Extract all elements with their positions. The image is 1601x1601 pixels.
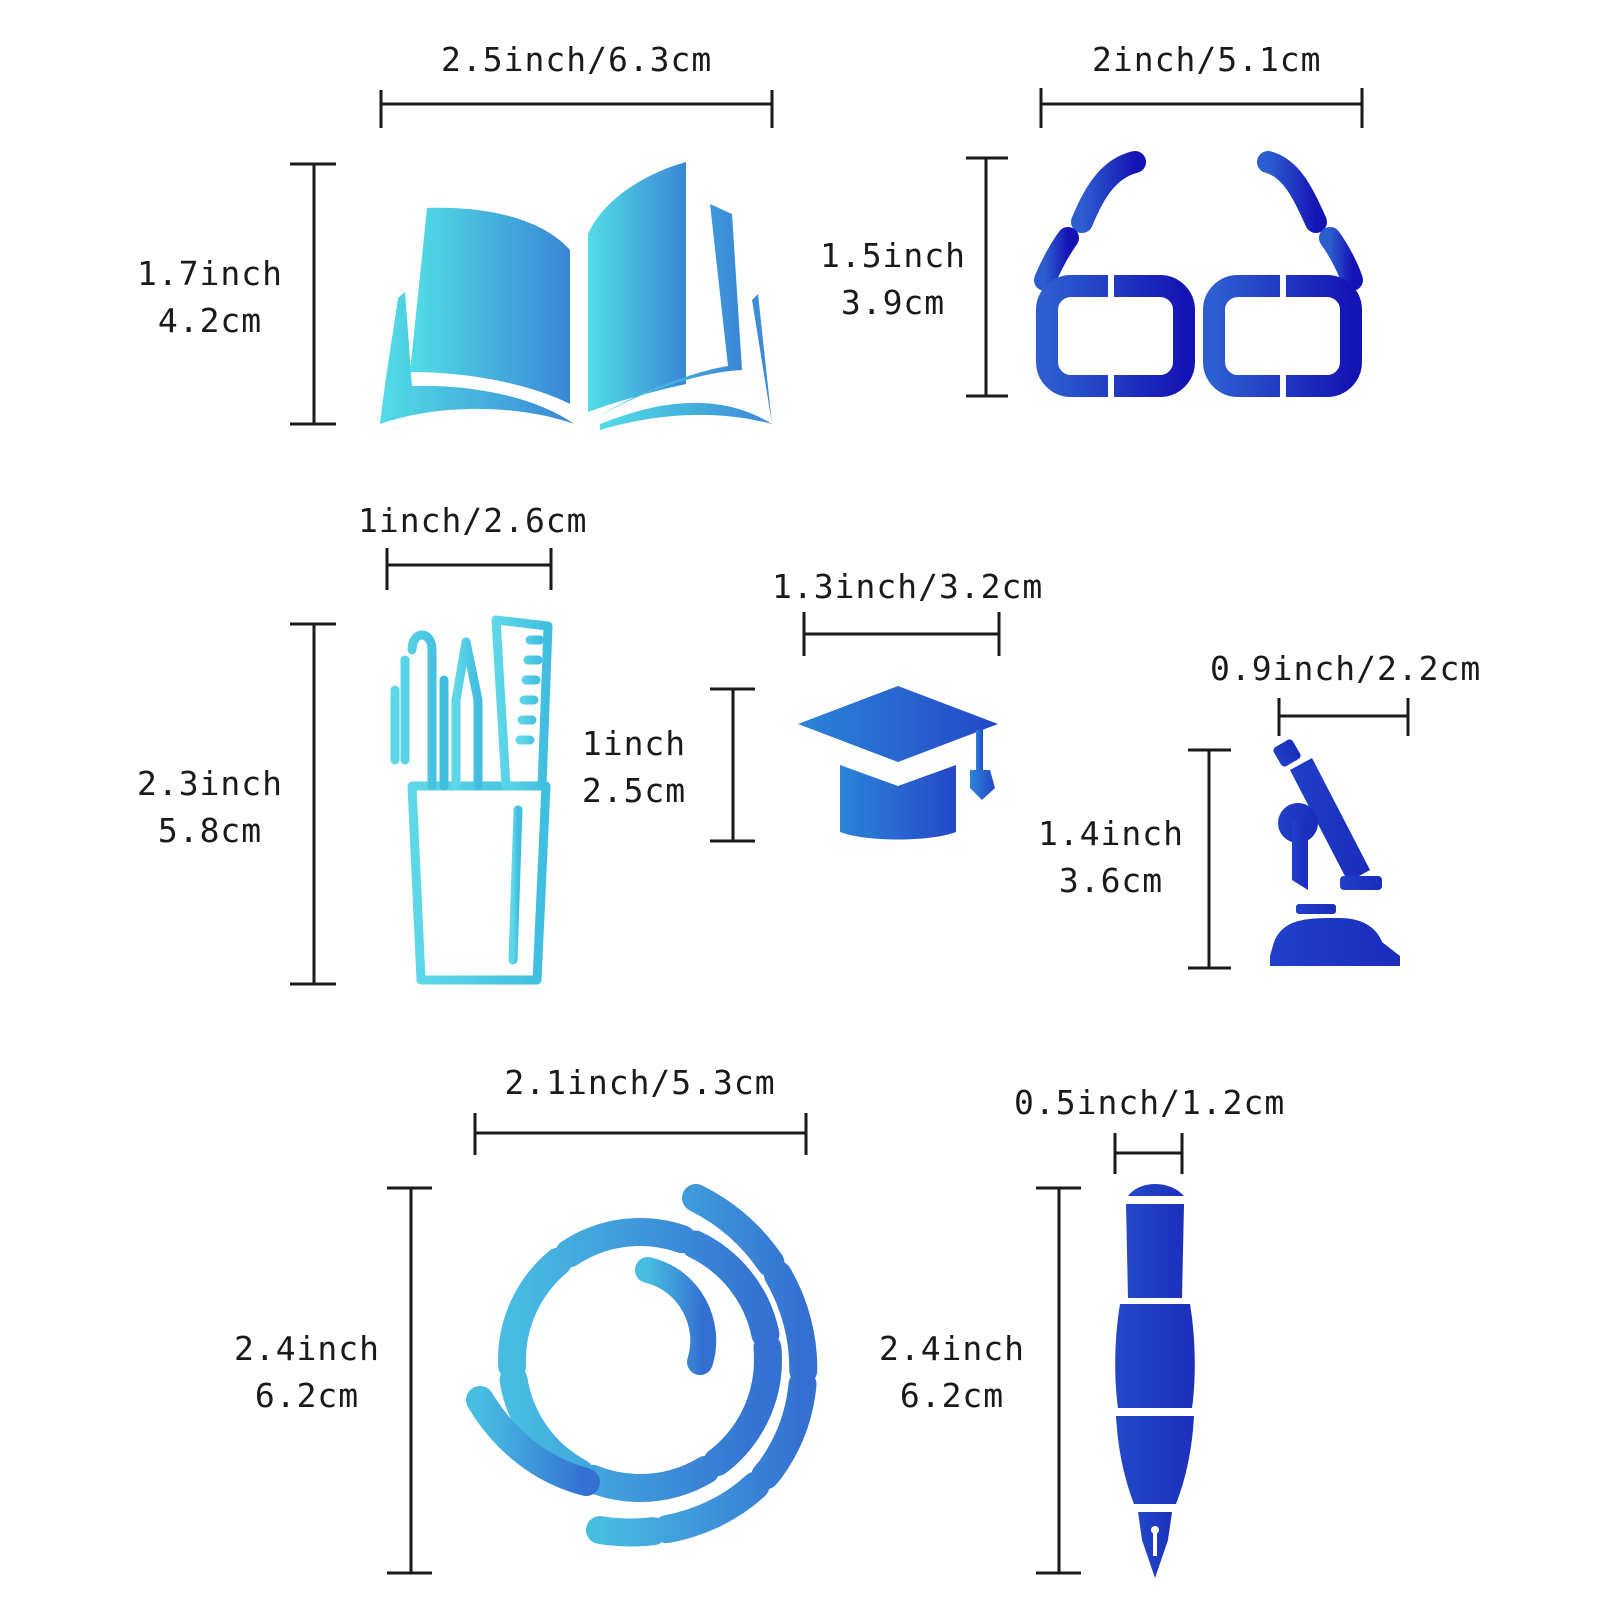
pen-width-label: 0.5inch/1.2cm: [1014, 1083, 1286, 1122]
pencil-cup-icon: [390, 615, 553, 985]
microscope-width-label: 0.9inch/2.2cm: [1210, 649, 1482, 688]
book-height-line: [290, 162, 336, 426]
book-width-label: 2.5inch/6.3cm: [441, 40, 713, 79]
glasses-icon: [1034, 151, 1363, 397]
pen-width-line: [1113, 1133, 1184, 1174]
glasses-height-line: [966, 156, 1008, 398]
open-book-icon: [380, 162, 772, 430]
book-width-line: [379, 90, 774, 128]
pen-nib-slit: [1151, 1526, 1159, 1556]
glasses-width-label: 2inch/5.1cm: [1092, 40, 1322, 79]
fountain-pen-icon: [1115, 1184, 1195, 1578]
pencil-cup-width-label: 1inch/2.6cm: [358, 501, 588, 540]
globe-width-line: [473, 1113, 808, 1155]
grad-cap-width-line: [802, 612, 1001, 656]
pencil-cup-height-line: [290, 622, 336, 986]
glasses-width-line: [1039, 88, 1364, 128]
grad-cap-height-line: [710, 687, 755, 843]
microscope-icon: [1270, 739, 1400, 966]
glasses-gaps: [1108, 270, 1286, 400]
microscope-width-line: [1277, 698, 1410, 736]
globe-icon: [466, 1184, 818, 1582]
grad-cap-width-label: 1.3inch/3.2cm: [772, 567, 1044, 606]
globe-height-line: [387, 1186, 432, 1575]
microscope-height-line: [1188, 748, 1231, 970]
pencil-cup-width-line: [385, 548, 553, 590]
graduation-cap-icon: [798, 686, 998, 840]
dimension-lines: [290, 88, 1410, 1575]
pen-height-line: [1036, 1186, 1081, 1575]
globe-width-label: 2.1inch/5.3cm: [504, 1063, 776, 1102]
